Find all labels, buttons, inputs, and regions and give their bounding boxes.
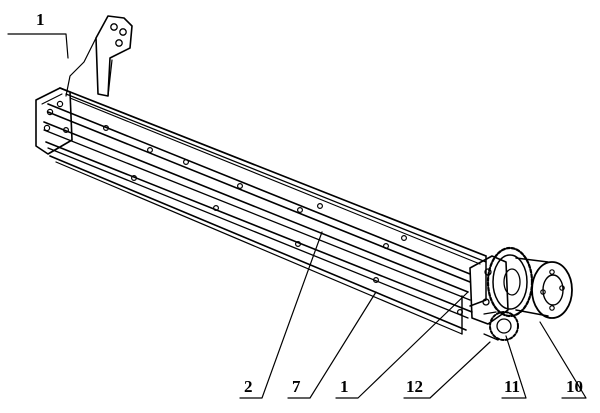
callout-label-11: 11: [504, 377, 520, 396]
main-beam: [43, 87, 487, 335]
large-sprocket: [486, 246, 534, 318]
callout-labels: 1 2 7 1 12 11 10: [36, 10, 583, 396]
callout-label-1-bottom: 1: [340, 377, 349, 396]
left-end-plate: [35, 87, 73, 155]
left-mounting-bracket: [65, 15, 133, 97]
callout-label-12: 12: [406, 377, 423, 396]
small-sprocket: [483, 311, 519, 341]
callout-label-10: 10: [566, 377, 583, 396]
hub-flange: [515, 257, 573, 319]
callout-label-7: 7: [292, 377, 301, 396]
callout-label-2: 2: [244, 377, 253, 396]
leader-lines: [7, 33, 587, 399]
callout-label-1-top: 1: [36, 10, 45, 29]
